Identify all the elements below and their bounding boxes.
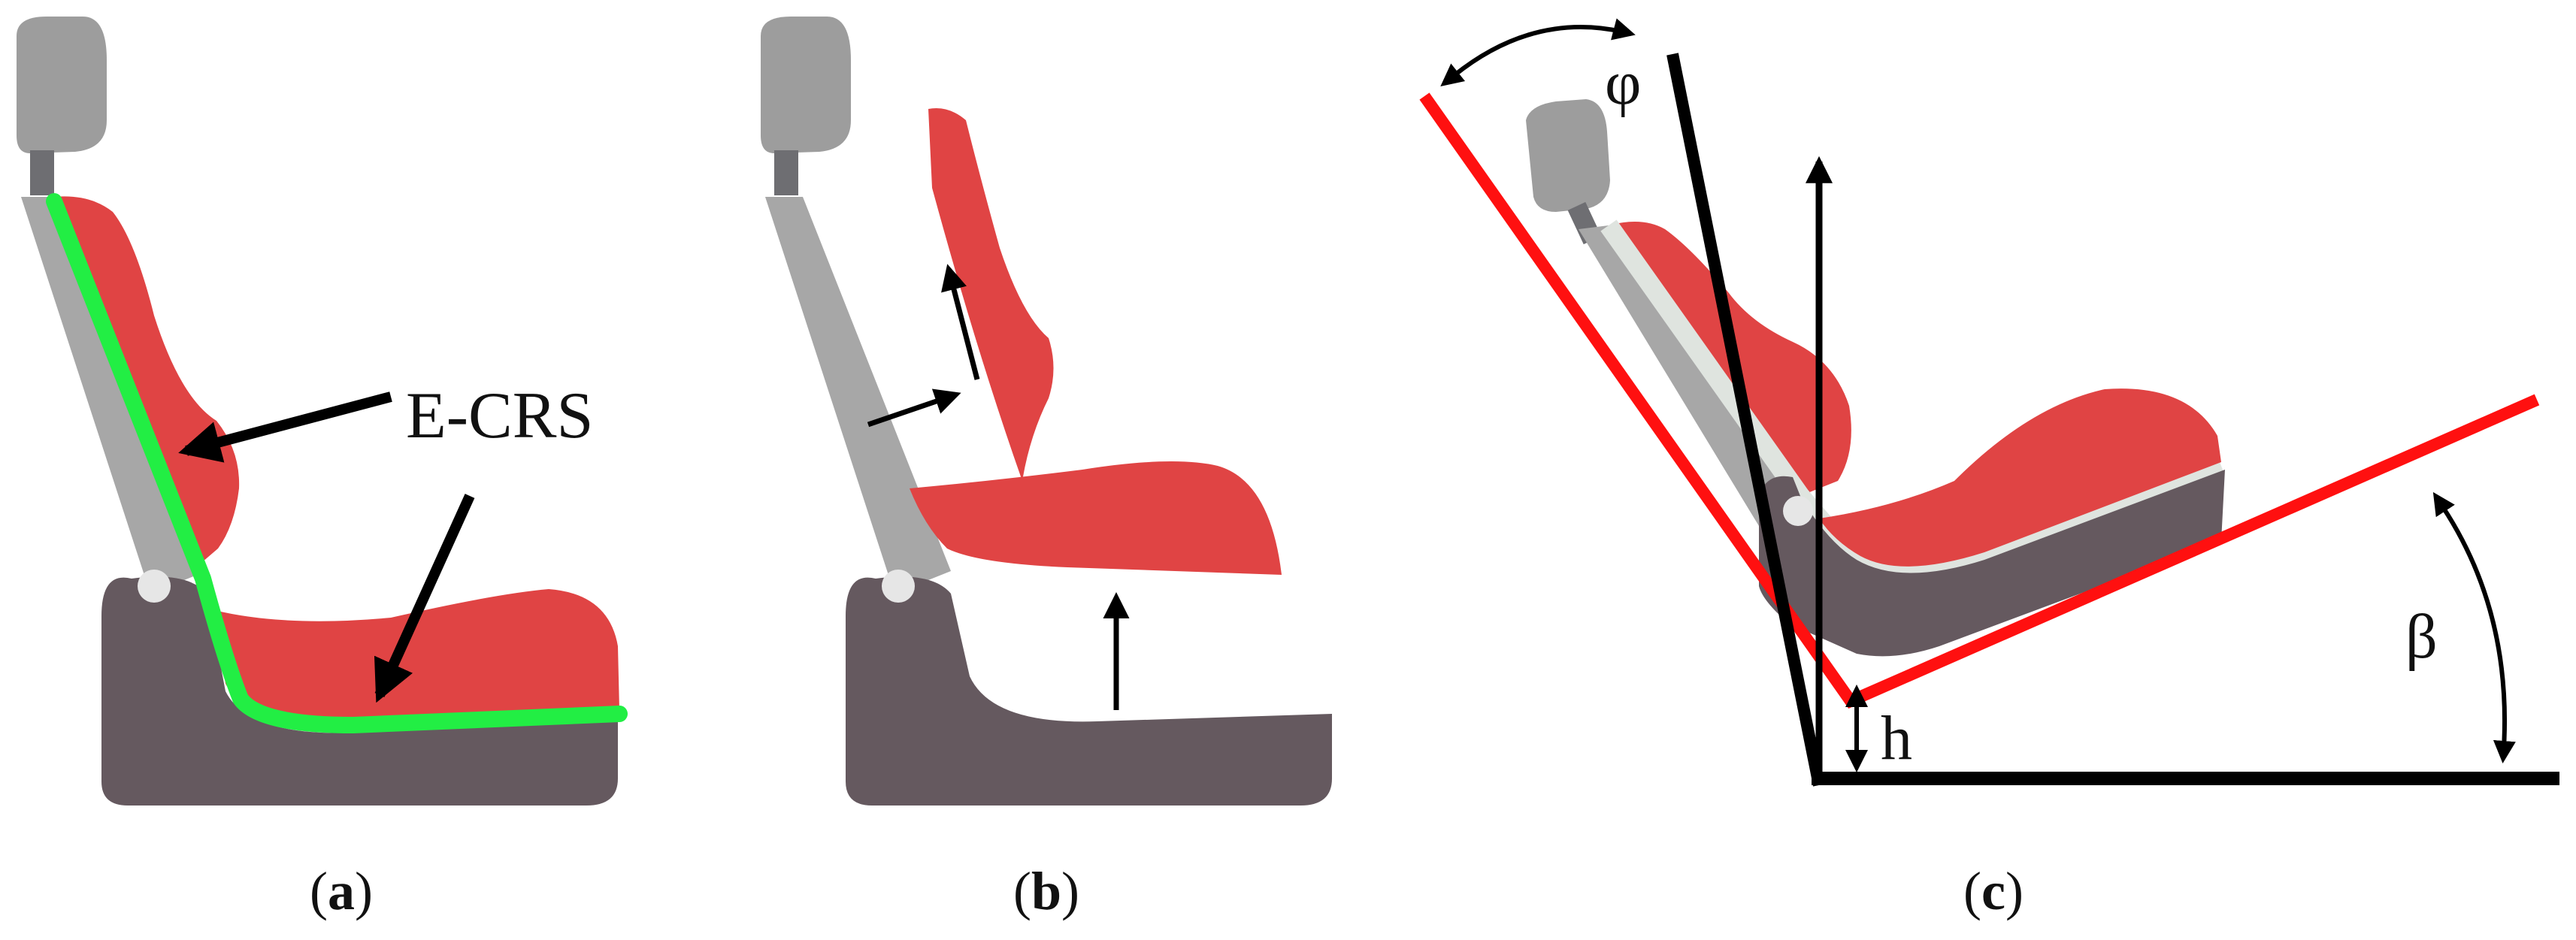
backrest-frame-a [21, 197, 207, 594]
headrest-b [761, 17, 851, 153]
motion-arrow-frame [867, 388, 961, 428]
panel-b: (b) [761, 17, 1332, 921]
reclined-seat [1526, 99, 2225, 657]
seat-shell-b [846, 576, 1332, 805]
panel-label-a: (a) [310, 861, 373, 921]
panel-a: E-CRS (a) [17, 17, 628, 921]
backrest-angle-line [1666, 53, 1825, 787]
pivot-b [882, 570, 915, 603]
ecrs-arrow-seat [374, 494, 475, 703]
panel-label-b: (b) [1013, 861, 1079, 921]
headrest-c [1526, 99, 1610, 212]
ecrs-label: E-CRS [406, 379, 593, 452]
panel-label-c: (c) [1963, 861, 2024, 921]
seat-shell-a [101, 576, 618, 805]
headrest-a [17, 17, 107, 153]
backrest-cushion-b [928, 108, 1054, 481]
backrest-cushion-a [54, 196, 240, 571]
headrest-post-b [774, 150, 798, 195]
h-symbol: h [1881, 703, 1912, 773]
backrest-frame-c [1579, 225, 1800, 526]
pivot-a [138, 570, 171, 603]
panel-c: φ β h (c) [1419, 18, 2559, 921]
phi-arc [1440, 18, 1636, 86]
ecrs-liner-a [46, 193, 628, 733]
seat-cushion-a [214, 589, 619, 725]
backrest-frame-b [765, 197, 951, 594]
seat-cushion-b [910, 461, 1282, 575]
seat-cushion-c [1819, 388, 2221, 567]
pivot-c [1783, 496, 1813, 526]
seat-shell-c [1759, 470, 2225, 657]
motion-arrow-back-up [941, 264, 980, 380]
headrest-post-a [30, 150, 54, 195]
ecrs-arrow-back [178, 391, 392, 463]
beta-arc [2432, 491, 2516, 763]
beta-symbol: β [2405, 602, 2438, 672]
phi-symbol: φ [1605, 48, 1641, 118]
